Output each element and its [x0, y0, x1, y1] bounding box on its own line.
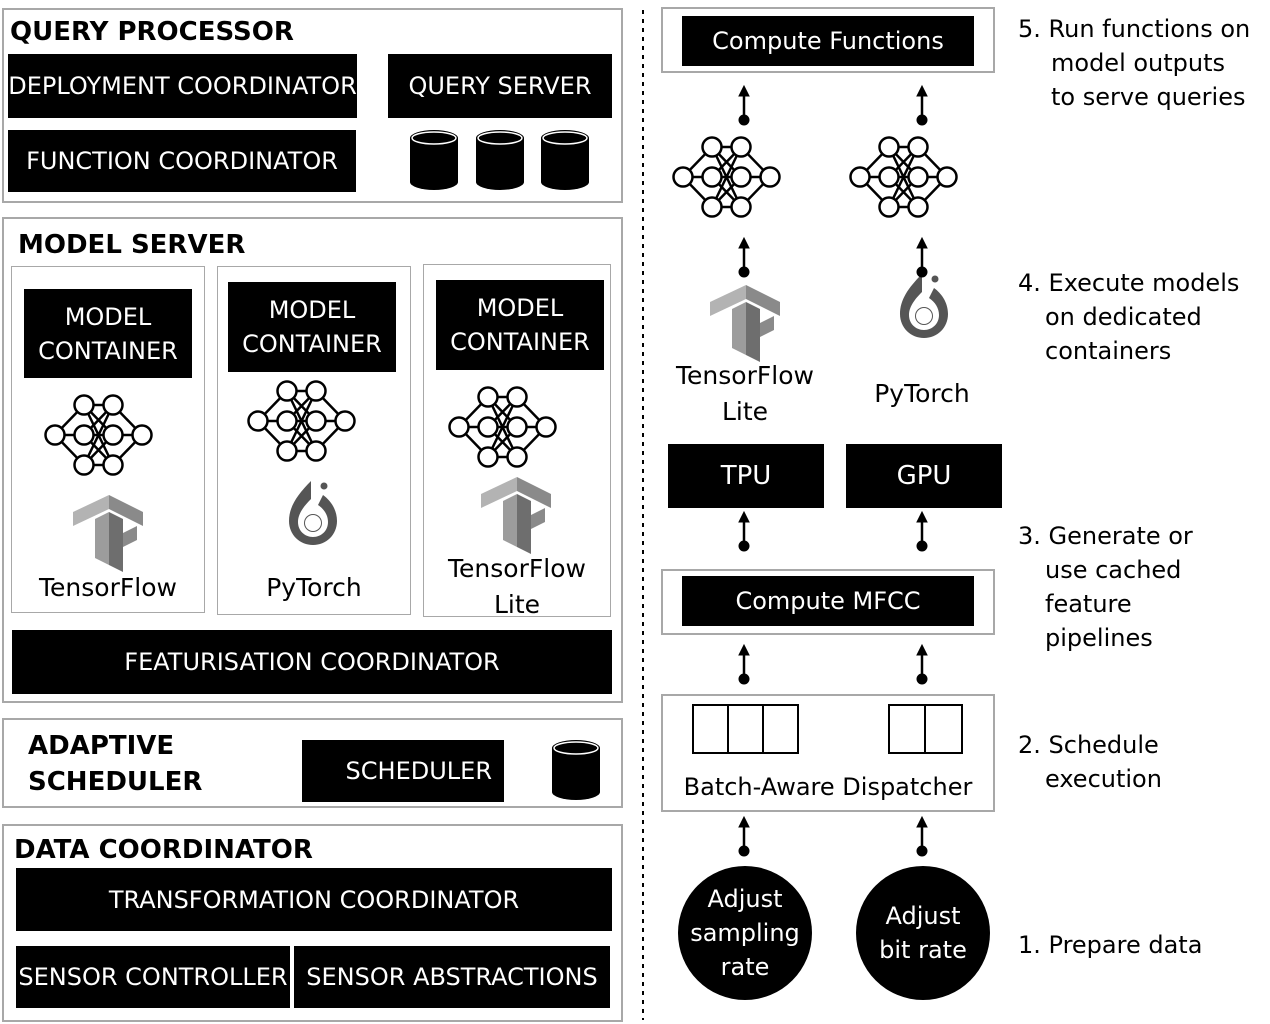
transformation-coordinator-box: TRANSFORMATION COORDINATOR	[16, 868, 612, 931]
flow-arrow	[915, 510, 929, 553]
batch-queue-right	[888, 704, 963, 754]
query-processor-title: QUERY PROCESSOR	[10, 17, 294, 47]
flow-arrow	[737, 510, 751, 553]
database-icon	[409, 129, 459, 191]
sensor-abstractions-box: SENSOR ABSTRACTIONS	[294, 946, 610, 1008]
model-container-label-3b: CONTAINER	[450, 328, 590, 356]
data-coordinator-title: DATA COORDINATOR	[14, 835, 313, 865]
sensor-controller-box: SENSOR CONTROLLER	[16, 946, 290, 1008]
flow-arrow	[737, 643, 751, 686]
step-2-text: 2. Schedule execution	[1018, 728, 1162, 796]
adjust-sampling-text-3: rate	[720, 953, 770, 981]
step-4-text: 4. Execute models on dedicated container…	[1018, 266, 1239, 368]
tflite-label-1: TensorFlow	[676, 361, 814, 390]
tensorflow-logo-icon	[481, 477, 551, 554]
framework-label-tensorflow: TensorFlow	[39, 573, 177, 602]
scheduler-box: SCHEDULER	[302, 740, 504, 802]
featurisation-coordinator-box: FEATURISATION COORDINATOR	[12, 630, 612, 694]
flow-arrow	[915, 84, 929, 127]
flow-arrow	[737, 815, 751, 858]
step-2-line-1: 2. Schedule	[1018, 731, 1159, 759]
flow-arrow	[915, 643, 929, 686]
database-icon	[475, 129, 525, 191]
adjust-bit-text-1: Adjust	[885, 902, 961, 930]
model-container-label-3a: MODEL	[476, 294, 564, 322]
neural-network-icon	[44, 394, 153, 476]
compute-mfcc-box: Compute MFCC	[682, 576, 974, 626]
tpu-box: TPU	[668, 444, 824, 508]
framework-label-pytorch: PyTorch	[266, 573, 362, 602]
tensorflow-logo-icon	[710, 285, 780, 362]
flow-arrow	[915, 236, 929, 279]
step-3-line-1: 3. Generate or	[1018, 522, 1193, 550]
neural-network-icon	[672, 136, 781, 218]
framework-label-tflite-2: Lite	[493, 590, 541, 619]
model-container-label-1b: CONTAINER	[38, 336, 178, 365]
gpu-box: GPU	[846, 444, 1002, 508]
step-2-line-2: execution	[1045, 765, 1162, 793]
step-3-text: 3. Generate or use cached feature pipeli…	[1018, 519, 1193, 655]
step-3-line-3: feature	[1045, 590, 1132, 618]
tensorflow-logo-icon	[73, 495, 143, 572]
dispatcher-label: Batch-Aware Dispatcher	[683, 773, 973, 801]
step-3-line-2: use cached	[1045, 556, 1182, 584]
neural-network-icon	[849, 136, 958, 218]
flow-arrow	[915, 815, 929, 858]
adjust-bit-rate-node: Adjust bit rate	[856, 866, 990, 1000]
pytorch-logo-icon	[900, 274, 948, 338]
pytorch-logo-icon	[289, 481, 337, 545]
adaptive-scheduler-title-1: ADAPTIVE	[28, 731, 175, 761]
adjust-sampling-rate-node: Adjust sampling rate	[678, 866, 812, 1000]
step-5-text: 5. Run functions on model outputs to ser…	[1018, 12, 1250, 114]
framework-label-tflite-1: TensorFlow	[448, 554, 586, 583]
function-coordinator-box: FUNCTION COORDINATOR	[8, 130, 356, 192]
model-server-title: MODEL SERVER	[18, 230, 246, 260]
deployment-coordinator-box: DEPLOYMENT COORDINATOR	[8, 54, 357, 118]
step-1-line-1: 1. Prepare data	[1018, 931, 1203, 959]
batch-queue-left	[692, 704, 799, 754]
adaptive-scheduler-title-2: SCHEDULER	[28, 767, 203, 797]
tflite-label-2: Lite	[721, 397, 769, 426]
step-5-line-1: 5. Run functions on	[1018, 15, 1251, 43]
adjust-sampling-text-2: sampling	[690, 919, 800, 947]
adjust-bit-text-2: bit rate	[879, 936, 967, 964]
pytorch-label: PyTorch	[874, 379, 970, 408]
step-4-line-2: on dedicated	[1045, 303, 1202, 331]
model-container-box-3: MODEL CONTAINER	[436, 280, 604, 370]
model-container-label-2b: CONTAINER	[242, 330, 382, 358]
model-container-box-2: MODEL CONTAINER	[228, 282, 396, 372]
step-4-line-1: 4. Execute models	[1018, 269, 1240, 297]
neural-network-icon	[448, 386, 557, 468]
flow-arrow	[737, 84, 751, 127]
model-container-label-2a: MODEL	[268, 296, 356, 324]
step-4-line-3: containers	[1045, 337, 1172, 365]
model-container-label-1a: MODEL	[64, 302, 152, 331]
adjust-sampling-text-1: Adjust	[707, 885, 783, 913]
compute-functions-box: Compute Functions	[682, 16, 974, 66]
step-5-line-3: to serve queries	[1051, 83, 1246, 111]
query-server-box: QUERY SERVER	[388, 54, 612, 118]
step-5-line-2: model outputs	[1051, 49, 1226, 77]
step-3-line-4: pipelines	[1045, 624, 1153, 652]
database-icon	[551, 739, 601, 801]
database-icon	[540, 129, 590, 191]
model-container-box-1: MODEL CONTAINER	[24, 289, 192, 378]
step-1-text: 1. Prepare data	[1018, 928, 1202, 962]
neural-network-icon	[247, 380, 356, 462]
flow-arrow	[737, 236, 751, 279]
